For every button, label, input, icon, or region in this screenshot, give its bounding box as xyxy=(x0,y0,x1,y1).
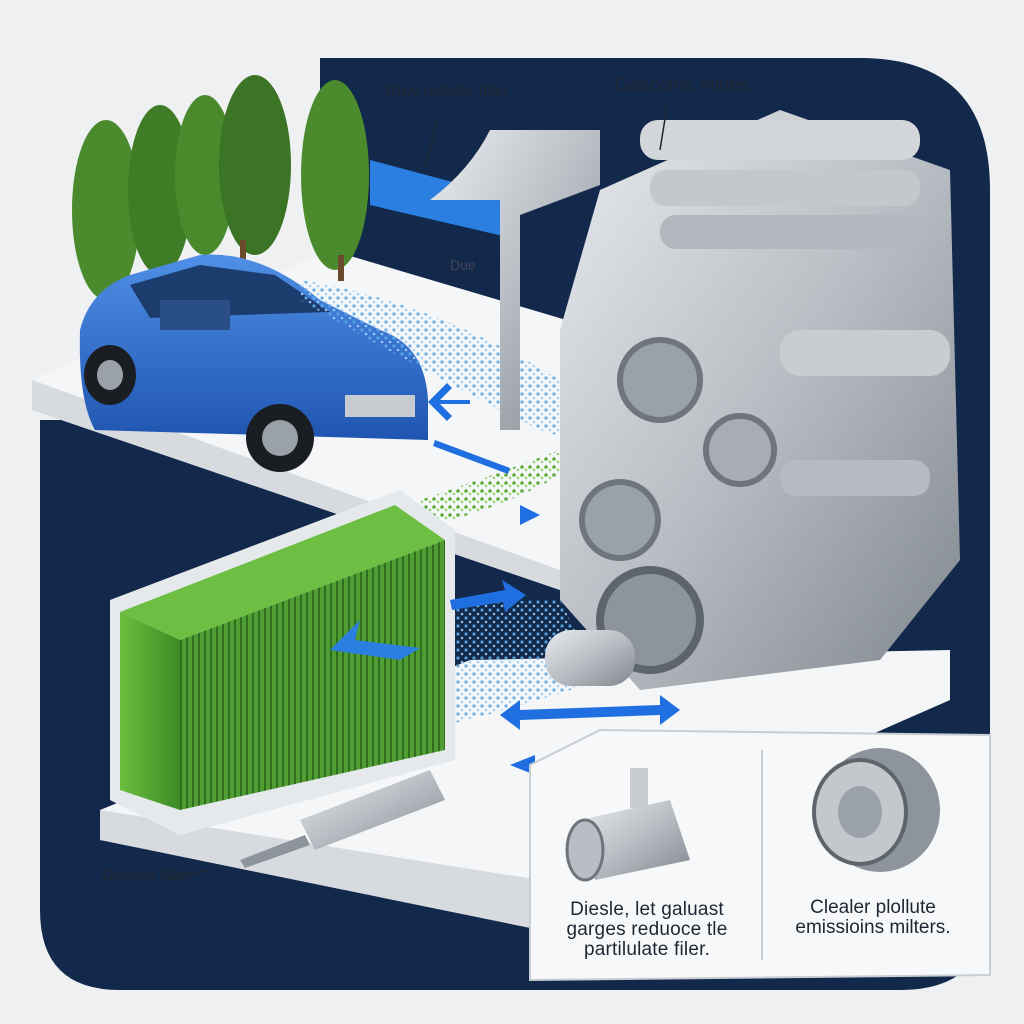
injector-part xyxy=(240,770,445,868)
panel-right-caption: Clealer plollute emissioins milters. xyxy=(795,897,951,938)
diesel-particulate-filter xyxy=(110,490,455,835)
trees-group xyxy=(72,75,369,300)
gasoline-engines-label: Gascolne inines xyxy=(614,75,750,96)
lower-platform-face xyxy=(100,810,540,930)
engine-illustration xyxy=(430,110,960,690)
particle-stream-green xyxy=(420,450,570,525)
car-illustration xyxy=(79,254,428,472)
due-label: Due xyxy=(450,257,476,273)
comparison-inset-panel xyxy=(529,728,991,982)
diesel-filter-label: Diesole filter xyxy=(101,867,191,884)
raw-pollute-filter-label: Raw pallute filler xyxy=(384,81,510,100)
flow-arrows xyxy=(330,383,680,775)
leader-lines xyxy=(167,99,669,881)
panel-left-caption: Diesle, let galuast garges reduoce tle p… xyxy=(566,899,728,960)
